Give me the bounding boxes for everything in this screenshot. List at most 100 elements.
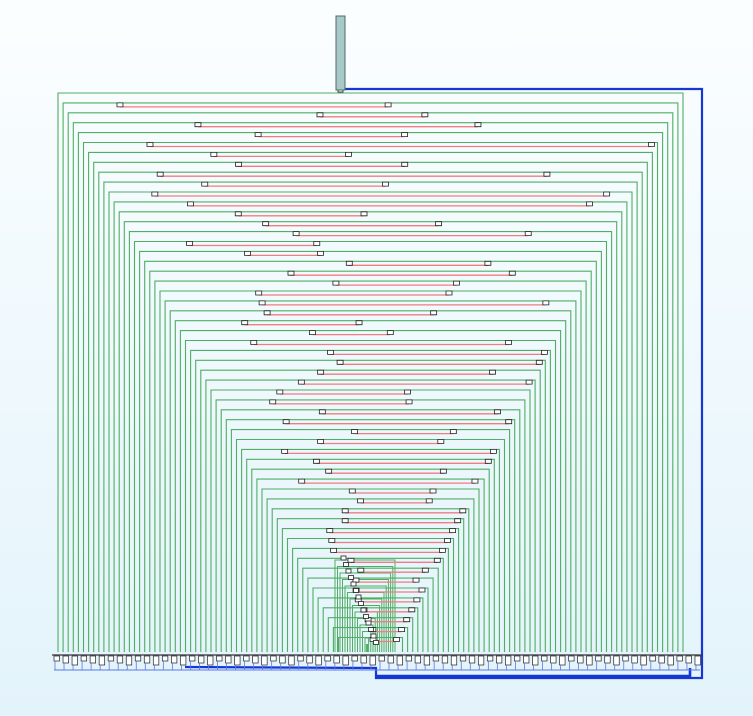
bus-node [459, 508, 467, 514]
leaf-block [306, 655, 313, 664]
leaf-block [180, 655, 187, 666]
bus-node [357, 498, 364, 504]
bus-node [317, 251, 324, 256]
bus-node [413, 597, 421, 603]
leaf-block [189, 655, 196, 662]
bus-node [326, 528, 334, 533]
green-wire [352, 605, 381, 652]
green-wire [128, 231, 613, 652]
leaf-block [604, 655, 611, 664]
leaf-block [640, 655, 647, 666]
bus-node [445, 290, 453, 296]
leaf-block [143, 655, 151, 664]
bus-node [250, 340, 258, 345]
bus-node [328, 538, 336, 543]
bus-node [404, 389, 411, 395]
green-wire [82, 141, 659, 652]
leaf-block [53, 655, 60, 662]
green-wire [67, 112, 674, 652]
leaf-block [649, 655, 656, 662]
leaf-block [98, 655, 106, 666]
leaf-block [405, 655, 412, 662]
leaf-block [568, 655, 575, 662]
bus-node [603, 191, 611, 197]
bus-node [401, 161, 409, 167]
bus-node [355, 320, 363, 326]
bus-node [382, 181, 389, 187]
leaf-block [550, 655, 557, 664]
bus-node [255, 290, 263, 296]
bus-node [418, 587, 426, 593]
bus-node [444, 538, 451, 543]
bus-node [437, 439, 445, 444]
green-wire [77, 132, 664, 652]
green-wire [276, 518, 465, 652]
leaf-block [107, 655, 115, 662]
green-wire [57, 92, 684, 652]
bus-node [327, 350, 334, 355]
bus-node [269, 399, 277, 405]
green-wire [179, 330, 562, 652]
leaf-block [62, 655, 69, 664]
bus-node [421, 112, 429, 118]
green-wire [118, 211, 623, 652]
bus-node [340, 555, 347, 561]
bus-node [403, 617, 411, 623]
green-wire [349, 598, 383, 652]
bus-node [348, 575, 354, 580]
green-wire [297, 557, 444, 652]
bus-node [401, 132, 408, 137]
leaf-block [71, 655, 78, 666]
green-wire [62, 102, 679, 652]
leaf-block [514, 655, 521, 662]
bus-node [287, 270, 295, 276]
bus-node [345, 260, 353, 266]
leaf-block [216, 655, 223, 662]
bus-node [210, 152, 218, 157]
leaf-block [523, 655, 530, 664]
bus-node [343, 562, 349, 567]
green-wire [334, 559, 396, 652]
green-wire [235, 438, 506, 652]
bus-node [355, 594, 362, 600]
bus-node [439, 468, 447, 474]
bus-node [541, 350, 548, 355]
leaf-block [586, 655, 593, 666]
leaf-block [288, 655, 295, 666]
bus-node [543, 171, 551, 177]
bus-node [317, 369, 325, 375]
leaf-block [243, 655, 250, 662]
bus-node [368, 627, 374, 632]
leaf-block [486, 655, 494, 662]
bus-node [408, 607, 416, 613]
bus-node [386, 330, 394, 335]
green-wire [72, 122, 669, 652]
bus-node [384, 102, 392, 108]
leaf-block [622, 655, 629, 662]
bus-node [351, 429, 359, 434]
green-wire [210, 389, 531, 652]
green-wire [133, 240, 608, 652]
leaf-block [613, 655, 620, 666]
root-stem [335, 15, 346, 91]
bus-node [505, 419, 513, 425]
bus-node [484, 458, 492, 464]
leaf-block [351, 655, 358, 662]
bus-node [330, 548, 338, 553]
bus-node [370, 633, 377, 639]
green-wire [364, 637, 370, 652]
leaf-block [261, 655, 268, 666]
green-wire [251, 468, 490, 652]
leaf-block [541, 655, 548, 662]
leaf-block [324, 655, 331, 662]
red-bus-layer [119, 106, 652, 643]
bus-node [505, 340, 512, 345]
green-wire [123, 221, 618, 652]
bus-node [298, 478, 306, 484]
bus-node [348, 488, 356, 494]
leaf-block [297, 655, 304, 662]
green-wire [144, 260, 597, 652]
bus-node [234, 211, 242, 217]
bus-node [586, 201, 593, 207]
